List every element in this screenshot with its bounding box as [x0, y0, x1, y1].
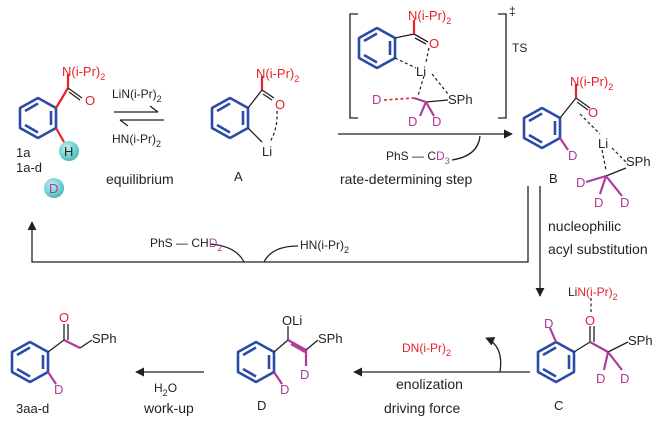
step-label-acyl-substitution: acyl substitution [548, 241, 648, 257]
svg-text:SPh: SPh [626, 154, 651, 169]
svg-text:OLi: OLi [282, 313, 302, 328]
step-label-workup: work-up [143, 400, 194, 416]
intermediate-c-structure: D O LiN(i-Pr)2 SPh D D [536, 285, 653, 386]
svg-text:O: O [85, 93, 95, 108]
compound-label-a: A [234, 169, 243, 184]
step-label-enolization: enolization [396, 376, 463, 392]
reagent-hn-return: HN(i-Pr)2 [300, 238, 349, 255]
svg-text:Li: Li [416, 64, 426, 79]
svg-text:O: O [59, 310, 69, 325]
svg-text:D: D [54, 382, 63, 397]
svg-text:D: D [568, 148, 577, 163]
svg-text:D: D [300, 367, 309, 382]
reagent-lda: LiN(i-Pr)2 [112, 87, 162, 104]
arrow-return-to-1a [27, 186, 529, 263]
svg-text:D: D [596, 371, 605, 386]
svg-text:D: D [372, 92, 381, 107]
svg-text:D: D [620, 371, 629, 386]
compound-label-1a-d: 1a-d [16, 160, 42, 175]
svg-text:O: O [429, 36, 439, 51]
ts-dagger: ‡ [509, 4, 516, 18]
intermediate-d-structure: OLi SPh D D [236, 313, 343, 397]
step-label-rate-determining: rate-determining step [340, 171, 473, 187]
svg-text:SPh: SPh [448, 92, 473, 107]
compound-label-3aa-d: 3aa-d [16, 401, 49, 416]
svg-text:N(i-Pr)2: N(i-Pr)2 [408, 8, 451, 26]
compound-label-b: B [549, 171, 558, 186]
equilibrium-arrows [114, 105, 164, 127]
svg-text:D: D [280, 382, 289, 397]
product-3aa-d-structure: O SPh D [10, 310, 117, 397]
curved-arrow-dn [485, 337, 502, 373]
reagent-phscd3: PhS — CD3 [386, 149, 450, 166]
svg-text:SPh: SPh [628, 333, 653, 348]
svg-text:Li: Li [598, 136, 608, 151]
curved-arrow-phscd3 [451, 135, 481, 161]
curved-arrow-phschd2 [209, 243, 245, 263]
svg-text:N(i-Pr)2: N(i-Pr)2 [62, 64, 105, 82]
transition-state-structure: N(i-Pr)2 O Li SPh D D D [349, 8, 507, 129]
reagent-dn: DN(i-Pr)2 [402, 341, 451, 358]
step-label-equilibrium: equilibrium [106, 171, 174, 187]
svg-text:D: D [576, 175, 585, 190]
step-label-driving-force: driving force [384, 400, 460, 416]
ts-label: TS [512, 41, 527, 55]
svg-text:SPh: SPh [92, 331, 117, 346]
intermediate-b-structure: N(i-Pr)2 O D Li SPh D D D [522, 74, 651, 210]
svg-text:N(i-Pr)2: N(i-Pr)2 [256, 66, 299, 84]
svg-text:D: D [49, 181, 58, 196]
svg-text:LiN(i-Pr)2: LiN(i-Pr)2 [568, 285, 618, 302]
svg-text:O: O [275, 97, 285, 112]
svg-text:D: D [594, 195, 603, 210]
svg-text:N(i-Pr)2: N(i-Pr)2 [570, 74, 613, 92]
compound-label-d: D [257, 398, 266, 413]
svg-text:SPh: SPh [318, 331, 343, 346]
svg-text:Li: Li [262, 144, 272, 159]
reagent-water: H2O [154, 381, 177, 398]
step-label-nucleophilic: nucleophilic [548, 218, 621, 234]
svg-text:D: D [620, 195, 629, 210]
compound-label-c: C [554, 398, 563, 413]
intermediate-a-structure: N(i-Pr)2 O Li [210, 66, 299, 159]
d-atom-ball [44, 178, 64, 198]
svg-text:O: O [585, 313, 595, 328]
curved-arrow-hn [263, 245, 299, 263]
compound-1a-structure: N(i-Pr)2 O H D [18, 64, 105, 198]
reagent-phschd2: PhS — CHD2 [150, 236, 222, 253]
reagent-hn-ipr2: HN(i-Pr)2 [112, 132, 161, 149]
svg-text:D: D [408, 114, 417, 129]
svg-text:D: D [544, 316, 553, 331]
compound-label-1a: 1a [16, 145, 31, 160]
svg-text:H: H [64, 144, 73, 159]
h-atom-ball [59, 141, 79, 161]
svg-text:O: O [588, 105, 598, 120]
svg-text:D: D [432, 114, 441, 129]
